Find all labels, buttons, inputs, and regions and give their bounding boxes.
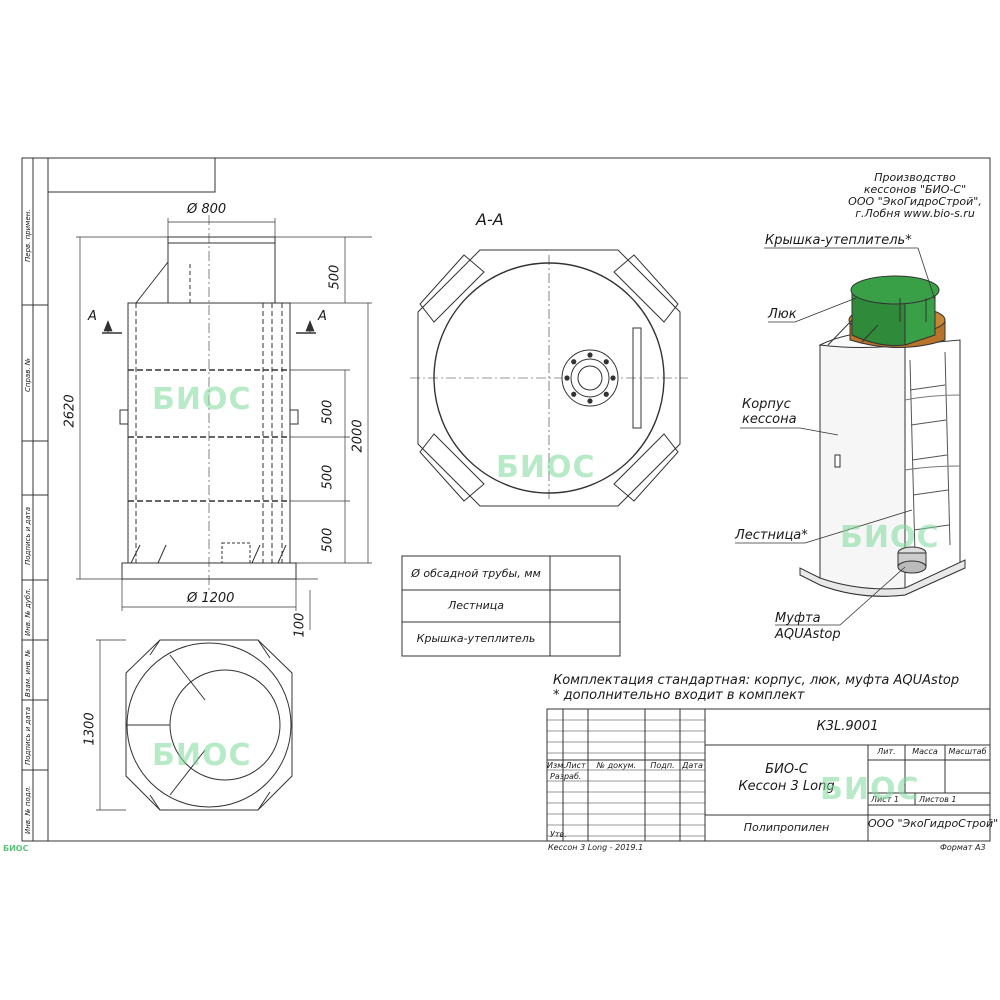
side-stamp-5: Взам. инв. № (24, 649, 32, 697)
side-stamp-1: Перв. примен. (24, 209, 32, 262)
dim-step2: 500 (320, 464, 336, 490)
title-company: ООО "ЭкоГидроСтрой" (868, 817, 999, 830)
col-doc: № докум. (596, 761, 637, 770)
sheet-number: Лист 1 (871, 795, 899, 804)
producer-line2: кессонов "БИО-С" (863, 183, 967, 196)
parts-table (401, 555, 621, 657)
row-utv: Утв. (550, 830, 567, 839)
flange-bolt (610, 375, 616, 381)
side-stamp-3: Подпись и дата (24, 507, 32, 565)
watermark-section: БИОС (496, 450, 596, 485)
table-row-casing: Ø обсадной трубы, мм (411, 567, 541, 580)
dim-base: 100 (292, 612, 308, 638)
title-material: Полипропилен (743, 821, 830, 834)
side-stamp-7: Инв. № подл. (24, 785, 32, 834)
flange-bolt (587, 398, 593, 404)
dim-neck: 500 (327, 264, 343, 290)
callout-sleeve1: Муфта (775, 611, 821, 626)
producer-line1: Производство (874, 171, 956, 184)
sheets-total: Листов 1 (919, 795, 957, 804)
flange-bolt (603, 391, 609, 397)
title-block (546, 708, 991, 842)
flange-bolt (571, 359, 577, 365)
side-stamp-4: Инв. № дубл. (24, 588, 32, 636)
producer-line3: ООО "ЭкоГидроСтрой", (848, 195, 982, 208)
bottom-diameter-label: Ø 1200 (187, 591, 235, 606)
footer-left: Кессон 3 Long - 2019.1 (548, 843, 644, 852)
dim-step3: 500 (320, 527, 336, 553)
section-mark-left: A (88, 309, 97, 324)
note-line2: * дополнительно входит в комплект (553, 688, 805, 703)
footer-corner: БИОС (3, 844, 29, 853)
iso-view (799, 275, 966, 597)
callout-ladder: Лестница* (735, 528, 808, 543)
front-view (119, 215, 299, 590)
side-stamp-6: Подпись и дата (24, 707, 32, 765)
col-list: Лист (565, 761, 586, 770)
table-row-ladder: Лестница (447, 599, 505, 612)
callout-hatch: Люк (768, 307, 797, 322)
note-line1: Комплектация стандартная: корпус, люк, м… (553, 673, 960, 688)
row-razrab: Разраб. (550, 772, 582, 781)
sheet-frame (21, 157, 991, 842)
plan-view (96, 639, 293, 811)
col-masshtab: Масштаб (948, 747, 987, 756)
watermark-title: БИОС (820, 772, 920, 807)
dim-plan-width: 1300 (82, 712, 98, 746)
title-name2: Кессон 3 Long (738, 779, 835, 794)
watermark-front: БИОС (152, 382, 252, 417)
col-date: Дата (682, 761, 703, 770)
col-massa: Масса (912, 747, 938, 756)
table-row-lid: Крышка-утеплитель (416, 632, 536, 645)
dim-body: 2000 (350, 419, 366, 453)
callout-lid: Крышка-утеплитель* (765, 233, 912, 248)
col-sign: Подп. (650, 761, 675, 770)
callout-body2: кессона (742, 412, 797, 427)
callout-sleeve2: AQUAstop (775, 627, 841, 642)
callout-body1: Корпус (742, 397, 791, 412)
title-name1: БИО-С (765, 762, 808, 777)
flange-bolt (564, 375, 570, 381)
dim-step1: 500 (320, 399, 336, 425)
dim-total: 2620 (62, 394, 78, 428)
section-title: А-А (476, 210, 504, 229)
top-diameter-label: Ø 800 (187, 202, 227, 217)
flange-bolt (603, 359, 609, 365)
title-code: К3L.9001 (816, 719, 879, 734)
section-a-a (410, 249, 688, 507)
flange-bolt (587, 352, 593, 358)
col-lit: Лит. (877, 747, 896, 756)
footer-right: Формат А3 (940, 843, 986, 852)
section-mark-right: A (318, 309, 327, 324)
front-dimensions (76, 218, 372, 630)
watermark-iso: БИОС (840, 520, 940, 555)
side-stamp-2: Справ. № (24, 357, 32, 392)
flange-bolt (571, 391, 577, 397)
watermark-plan: БИОС (152, 738, 252, 773)
flange-bolts (564, 352, 616, 404)
producer-line4: г.Лобня www.bio-s.ru (855, 207, 975, 220)
col-izm: Изм. (547, 761, 566, 770)
